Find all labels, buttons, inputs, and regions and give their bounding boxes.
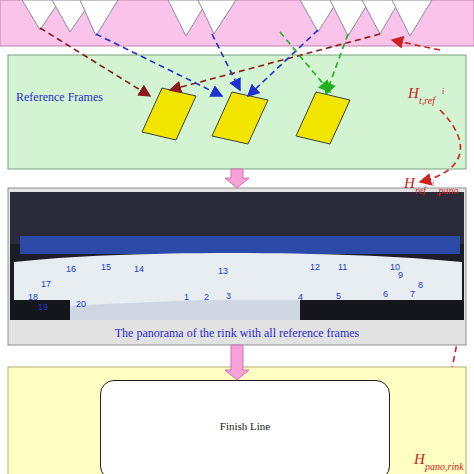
homography-label: ref [415,186,426,196]
video-frames [22,0,432,36]
reference-band-fill [8,55,466,169]
panorama-photo [10,192,464,320]
homography-label: H [404,176,415,191]
homography-label: pano,rink [425,462,464,472]
callout-number: 17 [41,280,51,289]
callout-number: 12 [310,263,320,272]
flow-arrow [225,345,249,380]
panorama-band-fill [8,188,466,345]
callout-number: 10 [390,263,400,272]
callout-number: 13 [218,267,228,276]
callout-number: 19 [38,303,48,312]
callout-number: 1 [184,293,189,302]
homography-label: ,pano [436,186,459,196]
rink-box: Finish Line [100,380,390,474]
callout-number: 18 [28,293,38,302]
flow-arrow [225,169,249,188]
callout-number: 9 [398,271,403,280]
callout-number: 20 [76,300,86,309]
homography-label: H [408,86,419,101]
homography-label: t,ref [419,96,435,106]
callout-number: 7 [410,290,415,299]
callout-number: 4 [298,293,303,302]
callout-number: 15 [101,263,111,272]
reference-band: Reference Frames [8,55,466,169]
reference-frames [142,88,350,144]
callout-number: 3 [226,292,231,301]
homography-label: i [442,88,444,96]
callout-number: 14 [134,265,144,274]
node-text: The panorama of the rink with all refere… [8,327,466,339]
callout-number: 5 [336,292,341,301]
callout-number: 16 [66,265,76,274]
frames-band [0,0,474,46]
homography-label: i [432,180,434,188]
callout-number: 2 [204,293,209,302]
homography-label: H [414,452,425,467]
callout-number: 6 [383,290,388,299]
callout-number: 8 [418,281,423,290]
node-text: Reference Frames [16,91,103,103]
node-text: Finish Line [101,421,389,432]
callout-number: 11 [338,263,347,272]
